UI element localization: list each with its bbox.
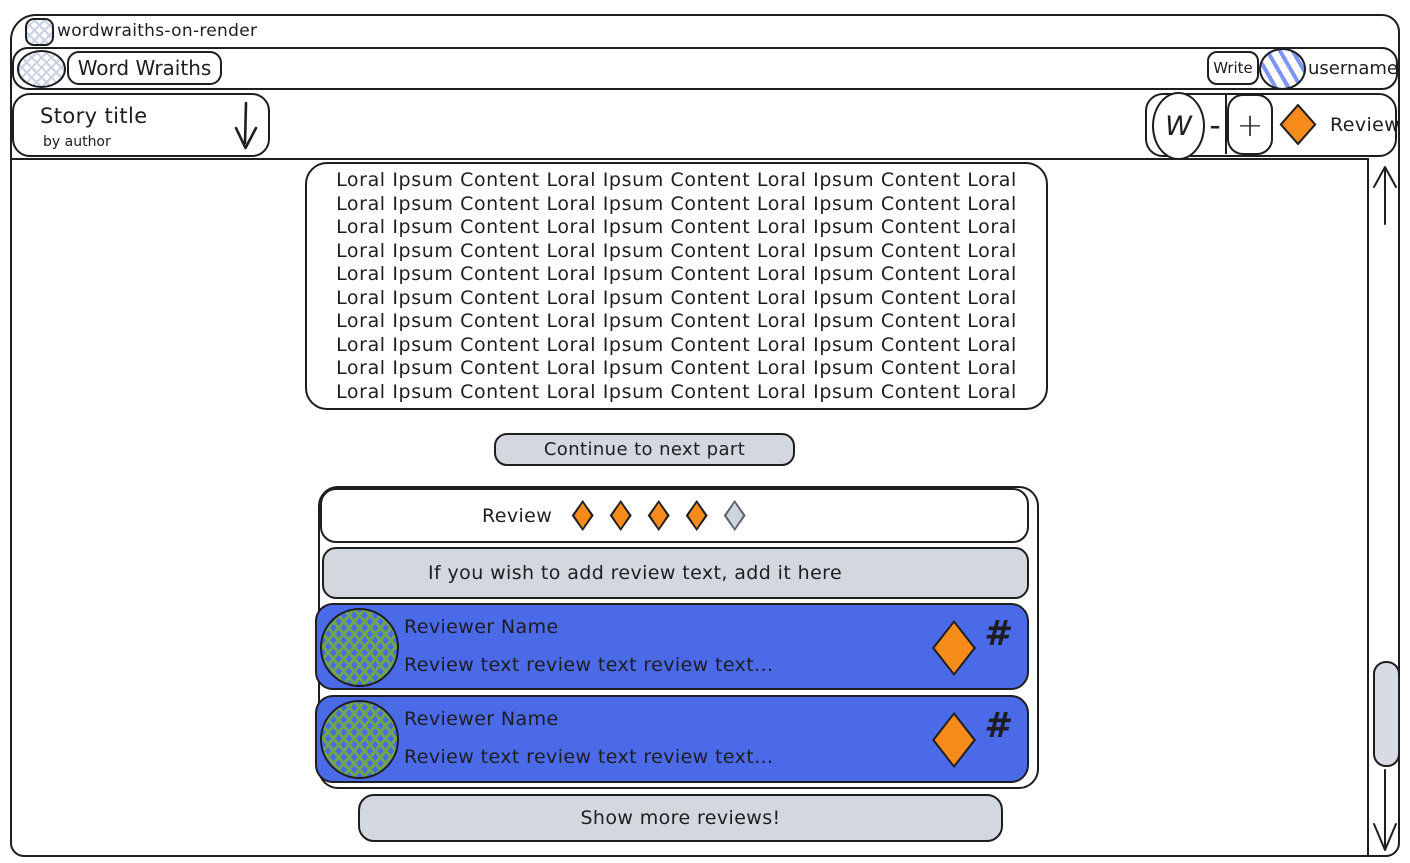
story-text-line: Loral Ipsum Content Loral Ipsum Content … [336,380,1017,403]
story-text-line: Loral Ipsum Content Loral Ipsum Content … [336,239,1017,262]
chevron-down-icon [234,101,258,150]
rating-diamond-icon[interactable] [647,500,670,531]
font-decrease-button[interactable]: - [1209,106,1221,144]
score-diamond-icon [932,712,976,768]
continue-button[interactable]: Continue to next part [494,433,795,466]
toolbar-bottom-divider [11,158,1368,160]
reader-controls-group: W - + Review [1145,92,1400,160]
site-logo-icon[interactable] [17,50,66,88]
reviewer-name: Reviewer Name [404,616,559,638]
review-score: # [984,614,1009,654]
story-text-line: Loral Ipsum Content Loral Ipsum Content … [336,263,1017,286]
story-text-line: Loral Ipsum Content Loral Ipsum Content … [336,286,1017,309]
rating-heading: Review [482,504,553,527]
rating-diamond-icon[interactable] [723,500,746,531]
review-diamond-icon [1279,103,1317,146]
scrollbar-track[interactable] [1367,158,1369,857]
review-button-label: Review [1330,113,1401,136]
rating-diamond-icon[interactable] [609,500,632,531]
story-text-line: Loral Ipsum Content Loral Ipsum Content … [336,357,1017,380]
story-text-line: Loral Ipsum Content Loral Ipsum Content … [336,216,1017,239]
show-more-reviews-button[interactable]: Show more reviews! [358,794,1003,842]
story-review-button[interactable]: Review [1277,95,1400,154]
write-button[interactable]: Write [1207,51,1259,85]
controls-divider [1225,95,1227,154]
reviewer-text: Review text review text review text... [404,654,774,676]
font-increase-button[interactable]: + [1227,94,1273,155]
rating-diamond-icon[interactable] [685,500,708,531]
story-chapter-dropdown[interactable]: Story title by author [12,93,270,157]
username-label[interactable]: username [1308,58,1398,79]
review-panel: Review If you wish to add review text, a… [315,486,1039,789]
story-author: by author [43,134,111,150]
story-text-line: Loral Ipsum Content Loral Ipsum Content … [336,169,1017,192]
brand-home-button[interactable]: Word Wraiths [67,51,222,85]
site-favicon-icon [25,18,54,46]
scrollbar-thumb[interactable] [1373,661,1400,767]
font-menu-button[interactable]: W [1152,92,1205,160]
reviewer-name: Reviewer Name [404,708,559,730]
user-avatar[interactable] [1259,48,1306,90]
scroll-up-arrow-icon[interactable] [1370,162,1400,228]
scroll-down-arrow-icon[interactable] [1370,766,1400,854]
score-diamond-icon [932,620,976,676]
review-score: # [984,706,1009,746]
story-text-line: Loral Ipsum Content Loral Ipsum Content … [336,310,1017,333]
story-text-line: Loral Ipsum Content Loral Ipsum Content … [336,192,1017,215]
browser-tab-title[interactable]: wordwraiths-on-render [57,21,258,41]
reviewer-avatar [320,700,399,779]
story-title: Story title [40,104,148,128]
review-card: Reviewer Name Review text review text re… [315,695,1029,783]
site-header-bar [12,47,1398,90]
review-card: Reviewer Name Review text review text re… [315,603,1029,690]
rating-diamonds [570,500,747,531]
reviewer-text: Review text review text review text... [404,746,774,768]
story-text-panel: Loral Ipsum Content Loral Ipsum Content … [305,162,1048,410]
rating-diamond-icon[interactable] [571,500,594,531]
review-text-input[interactable]: If you wish to add review text, add it h… [322,547,1029,599]
story-text-line: Loral Ipsum Content Loral Ipsum Content … [336,333,1017,356]
rating-bar: Review [320,488,1029,543]
reviewer-avatar [320,608,399,687]
